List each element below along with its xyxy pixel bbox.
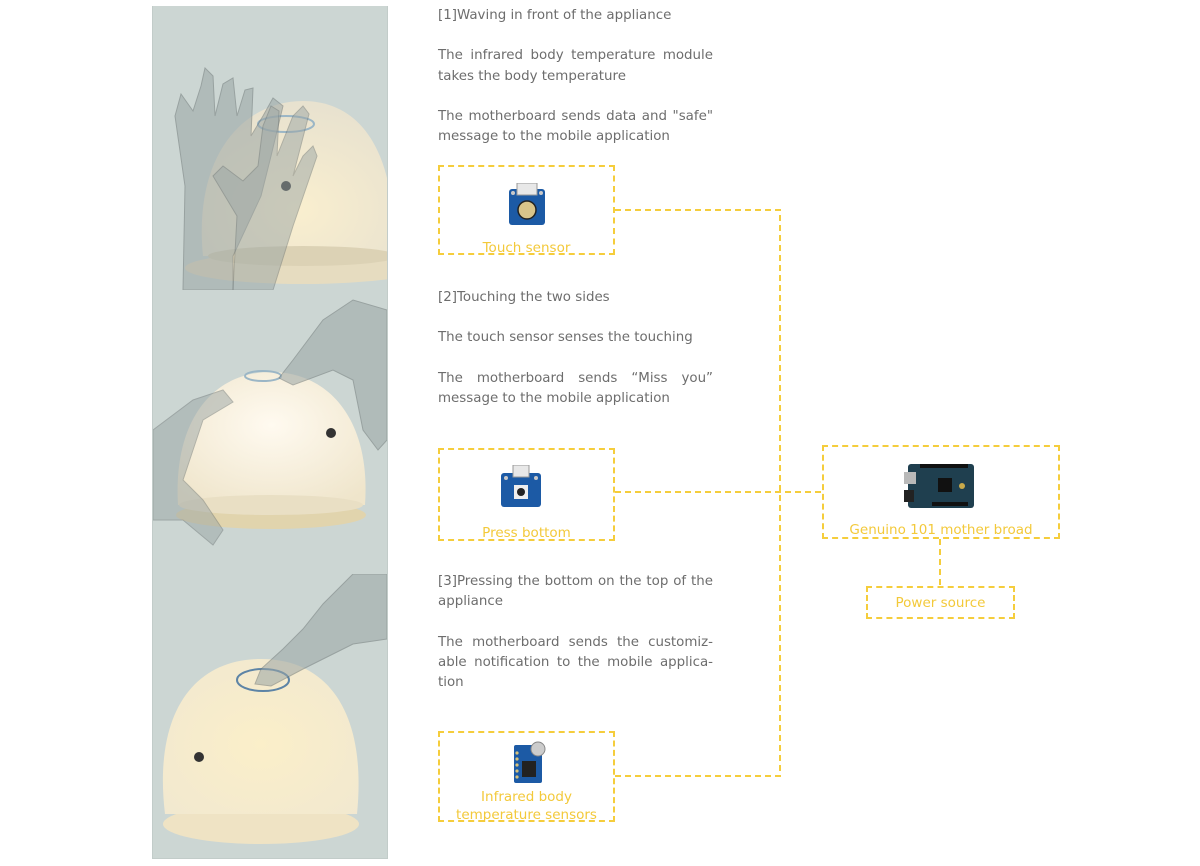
motherboard-icon <box>904 464 974 508</box>
infrared-sensor-box: Infrared body temperature sensors <box>438 731 615 823</box>
touch-sensor-label: Touch sensor <box>482 240 571 256</box>
step-1-line-2: The motherboard sends data and "safe" me… <box>438 108 713 145</box>
press-button-label: Press bottom <box>482 525 571 541</box>
appliance-press-photo <box>152 574 388 859</box>
infrared-sensor-label-line-2: temperature sensors <box>456 807 597 823</box>
motherboard-box: Genuino 101 mother broad <box>822 445 1060 539</box>
step-2-description: [2]Touching the two sides The touch sens… <box>438 288 713 429</box>
wire-infrared-sensor <box>615 492 781 777</box>
step-2-title: [2]Touching the two sides <box>438 290 610 305</box>
touch-sensor-board-icon <box>509 183 545 225</box>
motherboard-label: Genuino 101 mother broad <box>849 522 1033 538</box>
touch-sensor-box: Touch sensor <box>438 165 615 256</box>
step-1-title: [1]Waving in front of the appliance <box>438 8 672 23</box>
step-3-line-1: The motherboard sends the customiz-able … <box>438 634 713 691</box>
wire-touch-sensor <box>615 209 781 492</box>
step-2-line-1: The touch sensor senses the touching <box>438 330 693 346</box>
step-3-title: [3]Pressing the bottom on the top of the… <box>438 574 713 610</box>
press-button-box: Press bottom <box>438 448 615 541</box>
step-1-line-1: The infrared body temperature module tak… <box>438 48 713 84</box>
appliance-wave-photo <box>152 6 388 290</box>
step-2-line-2: The motherboard sends “Miss you” message… <box>438 370 713 406</box>
infrared-sensor-board-icon <box>514 741 546 783</box>
appliance-touch-photo <box>152 290 388 574</box>
infrared-sensor-label-line-1: Infrared body <box>481 789 572 805</box>
step-1-description: [1]Waving in front of the appliance The … <box>438 6 713 167</box>
power-source-box: Power source <box>866 586 1015 619</box>
button-board-icon <box>501 465 541 507</box>
step-3-description: [3]Pressing the bottom on the top of the… <box>438 572 713 713</box>
power-source-label: Power source <box>895 595 986 611</box>
